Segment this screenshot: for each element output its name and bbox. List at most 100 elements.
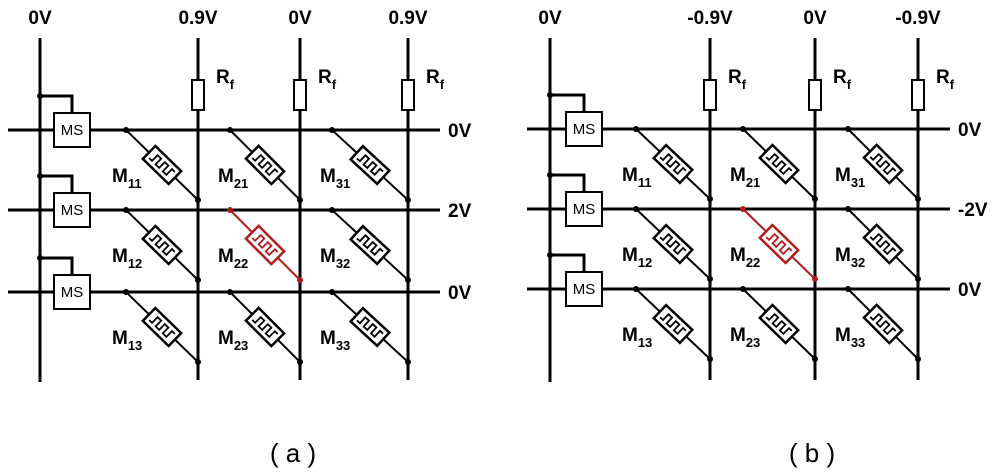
feedback-resistor xyxy=(703,79,717,111)
feedback-resistor xyxy=(911,79,925,111)
column-voltage-label: 0.9V xyxy=(178,8,217,29)
resistor-label: Rf xyxy=(426,67,445,92)
memristor-lead xyxy=(229,291,253,315)
column-voltage-label: 0V xyxy=(538,8,562,29)
switch-control-line xyxy=(40,94,74,113)
resistor-label: Rf xyxy=(216,67,235,92)
memristor-symbol xyxy=(862,223,904,265)
memristor-symbol xyxy=(651,143,695,185)
memristor-zigzag xyxy=(148,153,176,177)
memristor-lead xyxy=(382,256,409,281)
memristor-symbol xyxy=(348,144,392,186)
memristor-lead xyxy=(277,257,301,281)
memristor-label: M12 xyxy=(622,245,652,270)
row-voltage-label: 0V xyxy=(958,280,982,301)
memristor-label: M31 xyxy=(835,165,865,190)
memristor-zigzag xyxy=(251,233,279,257)
column-voltage-label: -0.9V xyxy=(895,8,941,29)
memristor-label: M21 xyxy=(218,166,248,191)
memristor-symbol xyxy=(244,224,286,266)
memristor-zigzag xyxy=(659,312,687,336)
resistor-label: Rf xyxy=(833,67,852,92)
memristor-lead xyxy=(277,177,301,201)
memristor-label: M23 xyxy=(218,328,248,353)
memristor-zigzag xyxy=(251,315,279,339)
column-voltage-label: 0V xyxy=(28,8,52,29)
memristor-label: M11 xyxy=(622,165,652,190)
memristor-lead xyxy=(229,129,253,153)
row-voltage-label: 0V xyxy=(958,120,982,141)
feedback-resistor xyxy=(401,79,415,111)
memristor-symbol xyxy=(141,306,183,348)
memristor-symbol xyxy=(244,144,286,186)
memristor-zigzag xyxy=(356,316,384,338)
resistor-label: Rf xyxy=(318,67,337,92)
memristor-label: M13 xyxy=(112,328,142,353)
memristor-zigzag xyxy=(356,154,384,176)
memristor-label: M33 xyxy=(320,328,350,353)
memristor-symbol xyxy=(758,303,800,345)
memristor-symbol xyxy=(348,306,392,348)
multiplexer-switch xyxy=(53,274,91,310)
multiplexer-switch xyxy=(53,192,91,228)
row-voltage-label: -2V xyxy=(958,200,988,221)
row-voltage-label: 0V xyxy=(448,121,472,142)
memristor-zigzag xyxy=(148,315,176,339)
memristor-symbol xyxy=(862,143,904,185)
memristor-lead xyxy=(229,209,253,233)
memristor-zigzag xyxy=(765,232,793,256)
column-voltage-label: 0V xyxy=(803,8,827,29)
memristor-lead xyxy=(331,291,358,316)
memristor-zigzag xyxy=(765,312,793,336)
multiplexer-switch xyxy=(565,191,603,227)
switch-label: MS xyxy=(61,202,84,219)
memristor-zigzag xyxy=(869,152,897,176)
multiplexer-switch xyxy=(53,112,91,148)
memristor-label: M22 xyxy=(218,246,248,271)
memristor-lead xyxy=(382,338,409,363)
feedback-resistor xyxy=(191,79,205,111)
column-voltage-label: 0V xyxy=(288,8,312,29)
switch-label: MS xyxy=(61,284,84,301)
memristor-zigzag xyxy=(659,152,687,176)
switch-control-line xyxy=(40,174,74,193)
switch-label: MS xyxy=(61,122,84,139)
memristor-symbol xyxy=(651,223,695,265)
memristor-lead xyxy=(847,288,871,312)
memristor-lead xyxy=(125,291,150,316)
memristor-label: M32 xyxy=(835,245,865,270)
memristor-label: M23 xyxy=(730,325,760,350)
multiplexer-switch xyxy=(565,111,603,147)
memristor-symbol xyxy=(348,224,392,266)
memristor-lead xyxy=(847,128,871,152)
memristor-lead xyxy=(742,208,767,233)
memristor-zigzag xyxy=(765,152,793,176)
resistor-label: Rf xyxy=(936,67,955,92)
memristor-lead xyxy=(635,128,661,153)
switch-label: MS xyxy=(573,121,596,138)
panel-caption: ( a ) xyxy=(270,438,316,468)
memristor-label: M33 xyxy=(835,325,865,350)
switch-control-line xyxy=(550,93,586,112)
switch-control-line xyxy=(40,256,74,275)
row-voltage-label: 2V xyxy=(448,201,472,222)
column-voltage-label: -0.9V xyxy=(687,8,733,29)
memristor-lead xyxy=(174,256,199,281)
memristor-label: M12 xyxy=(112,246,142,271)
memristor-lead xyxy=(895,336,919,360)
memristor-lead xyxy=(685,335,711,360)
memristor-lead xyxy=(791,255,816,280)
memristor-lead xyxy=(742,288,767,313)
memristor-symbol xyxy=(758,223,800,265)
memristor-zigzag xyxy=(356,234,384,256)
memristor-lead xyxy=(895,256,919,280)
switch-label: MS xyxy=(573,201,596,218)
memristor-lead xyxy=(635,208,661,233)
switch-control-line xyxy=(550,253,586,272)
memristor-lead xyxy=(277,339,301,363)
row-voltage-label: 0V xyxy=(448,283,472,304)
memristor-symbol xyxy=(651,303,695,345)
